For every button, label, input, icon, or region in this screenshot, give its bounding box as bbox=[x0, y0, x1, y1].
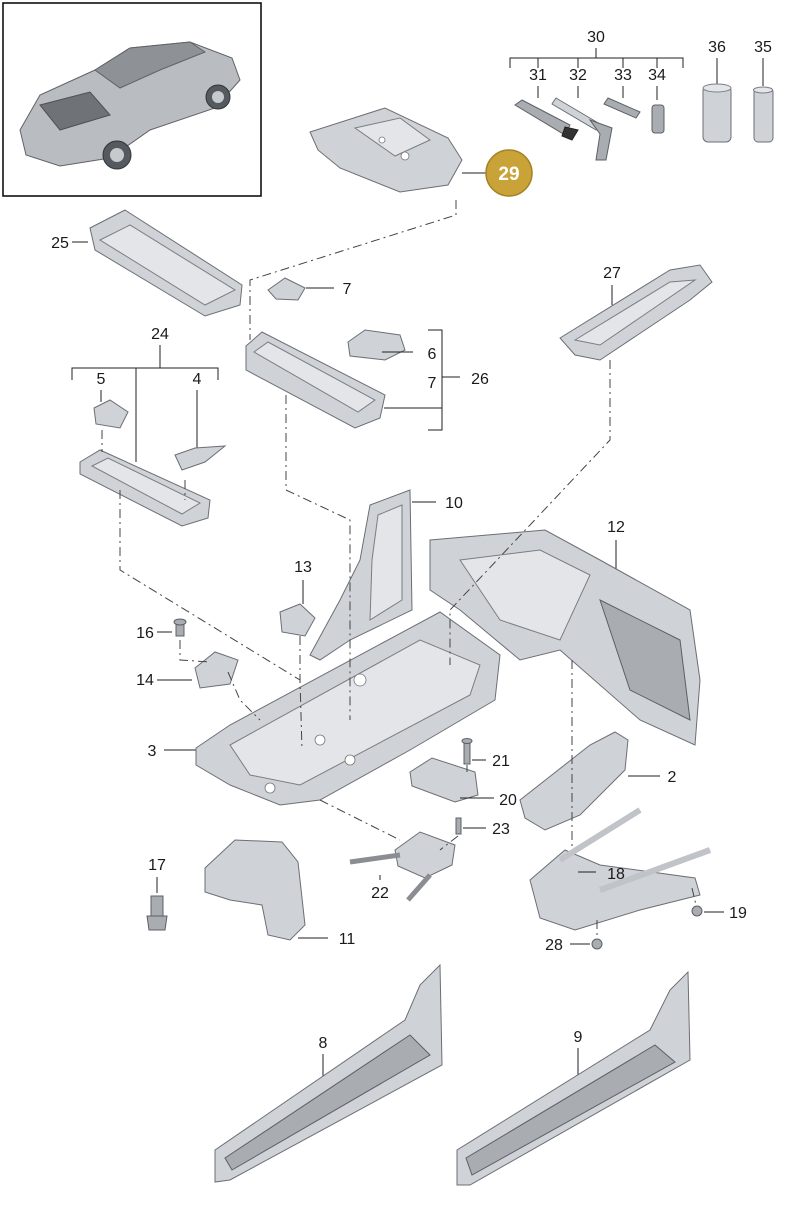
label-10: 10 bbox=[445, 495, 463, 512]
part-33-nozzle[interactable] bbox=[603, 97, 641, 119]
label-34: 34 bbox=[648, 67, 666, 84]
label-32: 32 bbox=[569, 67, 587, 84]
part-19-nut[interactable] bbox=[691, 905, 703, 917]
part-13-bracket[interactable] bbox=[279, 603, 316, 637]
part-25-rail[interactable] bbox=[89, 209, 243, 317]
vehicle-thumbnail[interactable] bbox=[2, 2, 262, 197]
part-4-bracket[interactable] bbox=[174, 445, 227, 471]
highlight-number: 29 bbox=[498, 164, 519, 185]
part-29-underbody-panel[interactable] bbox=[309, 107, 463, 193]
label-6: 6 bbox=[428, 346, 437, 363]
part-34-cap[interactable] bbox=[651, 104, 665, 134]
label-25: 25 bbox=[51, 235, 69, 252]
label-19: 19 bbox=[729, 905, 747, 922]
label-23: 23 bbox=[492, 821, 510, 838]
label-21: 21 bbox=[492, 753, 510, 770]
label-26: 26 bbox=[471, 371, 489, 388]
label-20: 20 bbox=[499, 792, 517, 809]
label-24: 24 bbox=[151, 326, 169, 343]
assembly-lines bbox=[101, 200, 697, 938]
part-8-sill-left[interactable] bbox=[214, 963, 443, 1183]
part-3-main-floor[interactable] bbox=[195, 611, 501, 806]
label-12: 12 bbox=[607, 519, 625, 536]
label-13: 13 bbox=[294, 559, 312, 576]
label-31: 31 bbox=[529, 67, 547, 84]
label-16: 16 bbox=[136, 625, 154, 642]
part-12-rear-floor[interactable] bbox=[429, 529, 701, 746]
highlight-badge-29[interactable]: 29 bbox=[485, 149, 533, 197]
part-6-bracket[interactable] bbox=[347, 329, 406, 361]
part-21-bolt[interactable] bbox=[461, 738, 473, 765]
part-14-bracket[interactable] bbox=[194, 651, 239, 689]
part-23-screw[interactable] bbox=[455, 817, 462, 835]
label-8: 8 bbox=[319, 1035, 328, 1052]
label-9: 9 bbox=[574, 1029, 583, 1046]
label-35: 35 bbox=[754, 39, 772, 56]
part-36-canister[interactable] bbox=[702, 83, 732, 143]
label-33: 33 bbox=[614, 67, 632, 84]
label-2: 2 bbox=[668, 769, 677, 786]
part-24-rail[interactable] bbox=[79, 449, 211, 527]
part-32-cartridge-gun[interactable] bbox=[551, 97, 613, 161]
part-26-crossmember[interactable] bbox=[245, 331, 386, 429]
label-11: 11 bbox=[339, 931, 356, 948]
label-36: 36 bbox=[708, 39, 726, 56]
label-18: 18 bbox=[607, 866, 625, 883]
part-22-bracket[interactable] bbox=[349, 831, 456, 902]
label-22: 22 bbox=[371, 885, 389, 902]
part-28-nut[interactable] bbox=[591, 938, 603, 950]
part-2-side-member[interactable] bbox=[519, 731, 629, 831]
part-20-control-unit[interactable] bbox=[409, 757, 479, 803]
part-27-tunnel-panel[interactable] bbox=[559, 264, 713, 361]
label-7-upper: 7 bbox=[343, 281, 352, 298]
part-16-bolt[interactable] bbox=[173, 618, 187, 637]
label-27: 27 bbox=[603, 265, 621, 282]
label-7-lower: 7 bbox=[428, 375, 437, 392]
part-10-rear-panel[interactable] bbox=[309, 489, 413, 661]
label-4: 4 bbox=[193, 371, 202, 388]
part-31-adhesive-tube[interactable] bbox=[514, 99, 579, 141]
part-11-reinforcement[interactable] bbox=[204, 839, 306, 941]
part-9-sill-right[interactable] bbox=[456, 970, 691, 1186]
label-17: 17 bbox=[148, 857, 166, 874]
part-7-bracket-upper[interactable] bbox=[267, 277, 306, 301]
part-18-strut[interactable] bbox=[529, 807, 712, 931]
label-14: 14 bbox=[136, 672, 154, 689]
part-17-stud[interactable] bbox=[146, 895, 168, 931]
label-3: 3 bbox=[148, 743, 157, 760]
label-30: 30 bbox=[587, 29, 605, 46]
part-5-bracket[interactable] bbox=[93, 399, 129, 429]
label-28: 28 bbox=[545, 937, 563, 954]
label-5: 5 bbox=[97, 371, 106, 388]
part-35-tube[interactable] bbox=[753, 86, 774, 143]
